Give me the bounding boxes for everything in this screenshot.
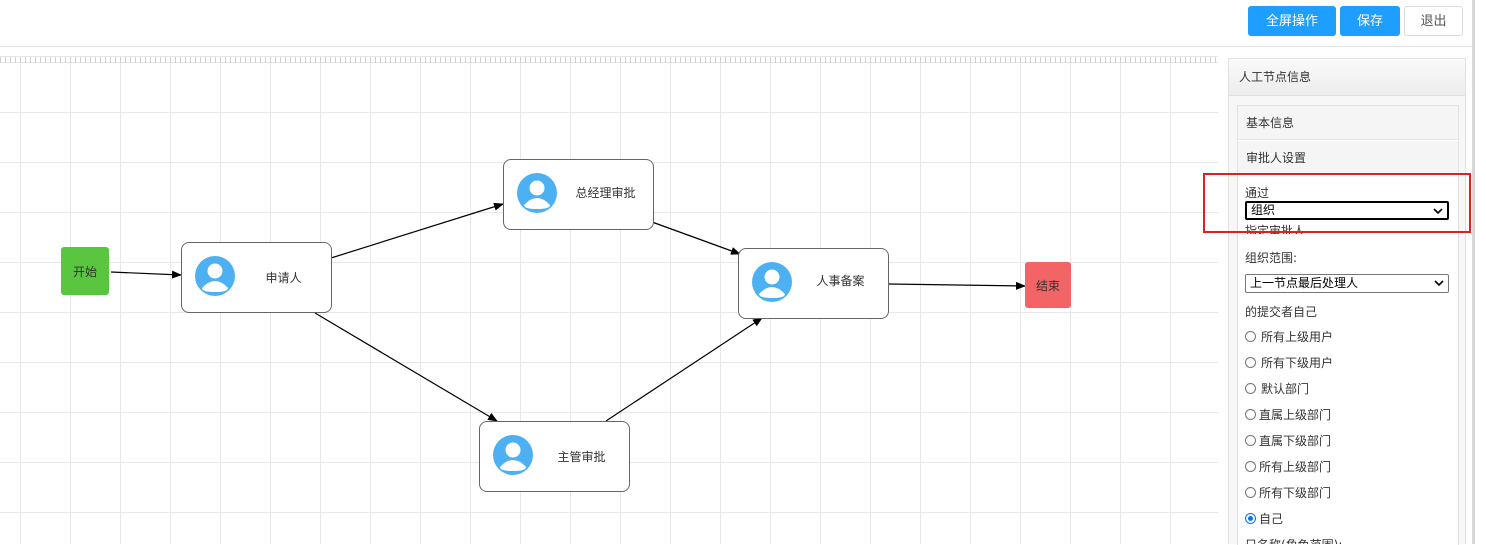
save-button[interactable]: 保存 [1340, 6, 1400, 36]
user-avatar-icon [752, 262, 792, 302]
node-properties-panel: 人工节点信息 基本信息 审批人设置 [1228, 58, 1466, 545]
radio-all-superior-users[interactable]: 所有上级用户 [1245, 328, 1333, 344]
node-gm-approval[interactable]: 总经理审批 [503, 159, 654, 230]
radio-circle[interactable] [1245, 486, 1256, 498]
exit-button[interactable]: 退出 [1404, 6, 1463, 36]
radio-circle[interactable] [1245, 382, 1256, 394]
user-avatar-icon [195, 256, 235, 296]
node-label: 主管审批 [557, 450, 606, 464]
start-node[interactable]: 开始 [61, 247, 109, 295]
radio-label: 直属上级部门 [1259, 407, 1332, 422]
radio-circle[interactable] [1245, 330, 1256, 342]
edge-hr-end [887, 281, 1026, 290]
edge-applicant-gm [330, 202, 504, 259]
approver-type-value: 组织 [1251, 203, 1276, 217]
submitter-self-label: 的提交者自己 [1245, 305, 1318, 319]
panel-title: 人工节点信息 [1229, 59, 1465, 96]
edge-applicant-supervisor [314, 312, 498, 422]
section-basic-info[interactable]: 基本信息 [1238, 106, 1458, 140]
user-avatar-icon [493, 435, 533, 475]
radio-circle[interactable] [1245, 356, 1256, 368]
approver-type-select[interactable]: 组织 [1245, 201, 1449, 220]
user-avatar-icon [517, 173, 557, 213]
radio-all-superior-departments[interactable]: 所有上级部门 [1245, 458, 1331, 474]
radio-label: 所有上级部门 [1259, 459, 1332, 474]
radio-circle-checked[interactable] [1245, 512, 1256, 524]
highlight-box [1203, 173, 1471, 233]
edge-gm-hr [651, 221, 741, 255]
chevron-down-icon [1434, 280, 1444, 287]
org-scope-label: 组织范围: [1245, 251, 1298, 265]
flow-edges [110, 202, 1026, 422]
end-node[interactable]: 结束 [1025, 262, 1071, 308]
radio-label: 自己 [1259, 511, 1284, 526]
radio-label: 所有下级用户 [1261, 355, 1334, 370]
radio-circle[interactable] [1245, 408, 1256, 420]
radio-default-department[interactable]: 默认部门 [1245, 380, 1309, 396]
edge-start-applicant [110, 270, 182, 279]
cut-off-label: 只名称(角色范围): [1245, 536, 1342, 544]
radio-label: 所有下级部门 [1259, 485, 1332, 500]
node-hr-filing[interactable]: 人事备案 [738, 248, 889, 319]
radio-direct-subordinate-department[interactable]: 直属下级部门 [1245, 432, 1331, 448]
radio-all-subordinate-users[interactable]: 所有下级用户 [1245, 354, 1333, 370]
radio-label: 默认部门 [1261, 381, 1310, 396]
node-applicant[interactable]: 申请人 [181, 242, 332, 313]
assign-approver-label: 指定审批人 [1245, 224, 1306, 234]
radio-direct-superior-department[interactable]: 直属上级部门 [1245, 406, 1331, 422]
node-label: 总经理审批 [575, 186, 636, 200]
section-approver-settings[interactable]: 审批人设置 [1238, 141, 1458, 175]
radio-circle[interactable] [1245, 434, 1256, 446]
top-toolbar: 全屏操作 保存 退出 [0, 0, 1472, 47]
radio-label: 所有上级用户 [1261, 329, 1334, 344]
fullscreen-button[interactable]: 全屏操作 [1248, 6, 1336, 36]
radio-label: 直属下级部门 [1259, 433, 1332, 448]
window-divider [1472, 0, 1475, 544]
canvas-ruler [0, 56, 1218, 63]
node-label: 人事备案 [816, 274, 865, 288]
chevron-down-icon [1433, 208, 1443, 215]
node-supervisor-approval[interactable]: 主管审批 [479, 421, 630, 492]
radio-all-subordinate-departments[interactable]: 所有下级部门 [1245, 484, 1331, 500]
radio-circle[interactable] [1245, 460, 1256, 472]
org-scope-select[interactable]: 上一节点最后处理人 [1245, 274, 1449, 293]
edge-supervisor-hr [605, 317, 763, 422]
pass-label: 通过 [1245, 186, 1270, 200]
radio-self[interactable]: 自己 [1245, 510, 1283, 526]
node-label: 申请人 [265, 271, 302, 285]
org-scope-value: 上一节点最后处理人 [1250, 276, 1359, 290]
panel-body: 基本信息 审批人设置 [1237, 105, 1459, 545]
